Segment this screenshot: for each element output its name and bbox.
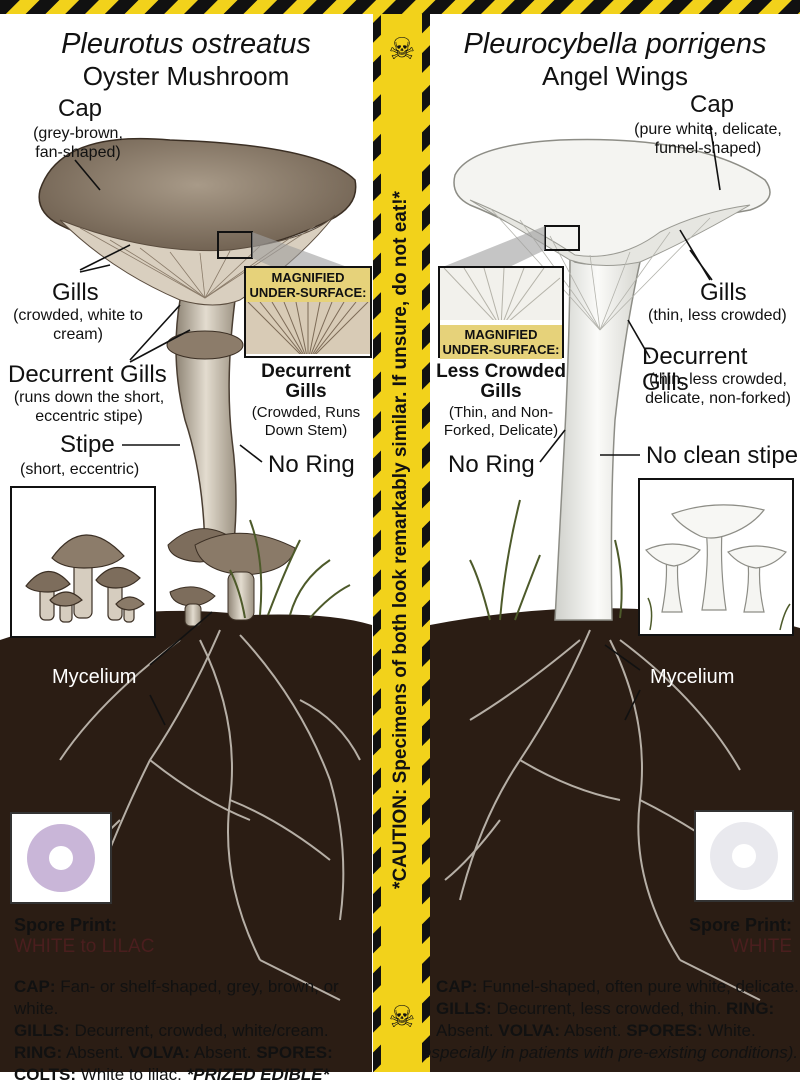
left-gills-label: Gills [52, 279, 99, 306]
right-summary: CAP: Funnel-shaped, often pure white, de… [422, 976, 800, 1064]
right-gills-label: Gills [700, 279, 747, 306]
left-gills-note: (crowded, white to cream) [13, 307, 143, 343]
left-decurrent-note: (runs down the short, eccentric stipe) [13, 389, 165, 425]
left-magnified-note: (Crowded, Runs Down Stem) [251, 404, 361, 439]
gills-right [469, 199, 751, 267]
left-cap-note: (grey-brown, fan-shaped) [33, 125, 123, 161]
left-stipe-label: Stipe [60, 431, 115, 458]
right-magnified-header: MAGNIFIED UNDER-SURFACE: [440, 325, 562, 359]
right-spore-value: WHITE [730, 936, 792, 957]
left-common-name: Oyster Mushroom [82, 61, 290, 91]
spore-print-lilac [27, 824, 95, 892]
grass-right [469, 499, 623, 621]
right-spore-label: Spore Print: [688, 915, 792, 935]
left-summary-line-2: GILLS: Decurrent, crowded, white/cream. [14, 1021, 329, 1040]
stipe-right [554, 248, 641, 621]
left-summary-line-4: COLTS: White to lilac. *PRIZED EDIBLE* [14, 1065, 330, 1084]
left-scientific-name: Pleurotus ostreatus [61, 28, 311, 60]
right-magnified-box: MAGNIFIED UNDER-SURFACE: [438, 266, 564, 359]
skull-crossbones-icon: ☠ [388, 33, 416, 66]
right-inset-cluster [638, 478, 794, 636]
left-magnified-box: MAGNIFIED UNDER-SURFACE: [244, 266, 372, 363]
spore-print-white [710, 822, 778, 890]
cluster-cap-1 [166, 330, 244, 360]
cluster-illustration-right [645, 504, 791, 631]
grass-left [229, 519, 351, 619]
left-summary-line-3: RING: Absent. VOLVA: Absent. SPORES: [14, 1043, 333, 1062]
left-summary: CAP: Fan- or shelf-shaped, grey, brown, … [14, 976, 376, 1086]
left-magnified-gills [246, 301, 370, 363]
cluster-stem-4 [184, 603, 202, 627]
left-summary-line-1: CAP: Fan- or shelf-shaped, grey, brown, … [14, 977, 339, 1018]
caution-band [381, 14, 422, 1072]
right-summary-line-4: especially in patients with pre-existing… [422, 1043, 799, 1062]
right-common-name: Angel Wings [542, 61, 688, 91]
cluster-illustration-left [25, 534, 145, 623]
right-summary-line-3: Absent. VOLVA: Absent. SPORES: White. [436, 1021, 756, 1040]
right-no-ring: No Ring [448, 451, 535, 478]
hazard-strip-top [0, 0, 800, 14]
left-spore-value: WHITE to LILAC [14, 936, 155, 957]
gills-left [59, 214, 336, 306]
left-stipe-note: (short, eccentric) [20, 461, 140, 478]
gill-lines-left [79, 225, 316, 299]
left-decurrent-label: Decurrent Gills [8, 361, 167, 388]
left-spore-label: Spore Print: [14, 915, 118, 935]
right-decurrent-note: (thin, less crowded, delicate, non-forke… [645, 371, 791, 407]
right-scientific-name: Pleurocybella porrigens [463, 28, 767, 60]
right-summary-line-2: GILLS: Decurrent, less crowded, thin. RI… [436, 999, 775, 1018]
right-magnified-note: (Thin, and Non-Forked, Delicate) [443, 404, 559, 439]
right-magnified-title: Less Crowded Gills [436, 361, 566, 402]
mycelium-right [444, 629, 761, 1001]
right-no-clean-stipe: No clean stipe [646, 442, 799, 469]
left-magnified-title: Decurrent Gills [261, 361, 351, 402]
soil-left [0, 610, 372, 1072]
right-magnified-gills [440, 267, 562, 329]
right-mycelium-label: Mycelium [650, 666, 735, 688]
left-no-ring: No Ring [268, 451, 355, 478]
right-spore-print [694, 810, 794, 902]
gill-lines-right [489, 207, 711, 331]
left-cap-label: Cap [58, 95, 103, 122]
cluster-cap-3 [194, 532, 296, 576]
right-cap-label: Cap [690, 91, 735, 118]
left-mycelium-label: Mycelium [52, 666, 137, 688]
right-decurrent-label: Decurrent Gills [642, 343, 748, 396]
left-magnified-header: MAGNIFIED UNDER-SURFACE: [246, 268, 370, 302]
cluster-stem-3 [227, 571, 255, 621]
right-summary-line-1: CAP: Funnel-shaped, often pure white, de… [436, 977, 799, 996]
skull-crossbones-icon: ☠ [388, 1001, 416, 1034]
left-spore-print [10, 812, 112, 904]
leader-lines [74, 124, 721, 726]
left-inset-cluster [10, 486, 156, 638]
right-cap-note: (pure white, delicate, funnel-shaped) [634, 121, 782, 157]
cluster-cap-4 [169, 586, 216, 607]
right-gills-note: (thin, less crowded) [648, 307, 787, 324]
caution-text: *CAUTION: Specimens of both look remarka… [390, 191, 411, 889]
